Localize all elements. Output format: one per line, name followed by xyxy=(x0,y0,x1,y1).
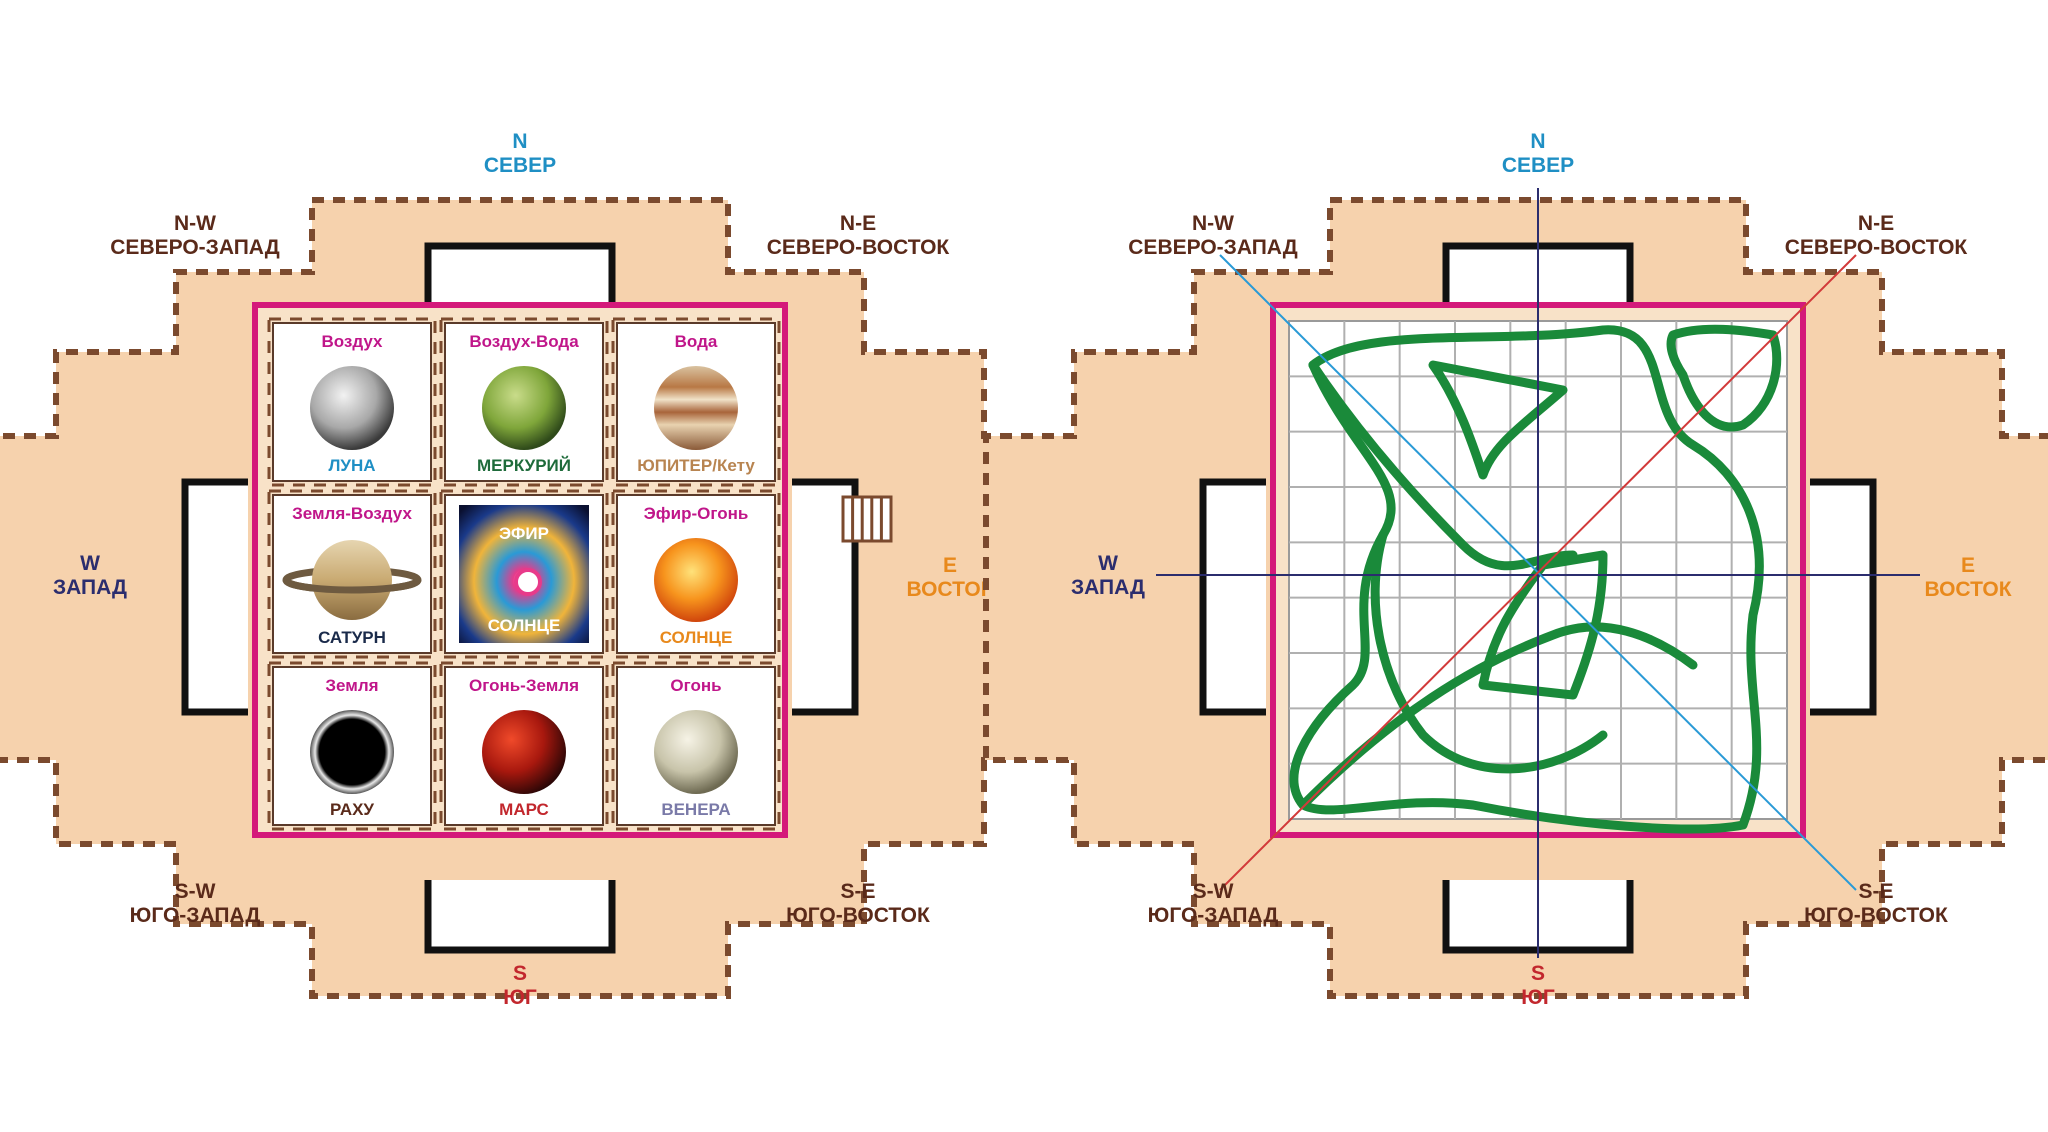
direction-se-name: ЮГО-ВОСТОК xyxy=(1804,904,1948,927)
cell-1-1: ЭФИР СОЛНЦЕ xyxy=(441,491,607,657)
direction-e-code: E xyxy=(1961,554,1975,577)
cell-planet: ЮПИТЕР/Кету xyxy=(637,456,755,475)
direction-e-name: ВОСТОК xyxy=(1924,578,2011,601)
cell-element: Огонь-Земля xyxy=(469,676,579,695)
mars-icon xyxy=(482,710,566,794)
direction-w-name: ЗАПАД xyxy=(1071,576,1145,599)
direction-sw-name: ЮГО-ЗАПАД xyxy=(1148,904,1279,927)
direction-s-code: S xyxy=(513,962,527,985)
cell-planet: ВЕНЕРА xyxy=(661,800,730,819)
cell-element: Вода xyxy=(675,332,718,351)
direction-nw-code: N-W xyxy=(1192,212,1234,235)
cell-planet: СОЛНЦЕ xyxy=(660,628,733,647)
cell-element: Воздух-Вода xyxy=(469,332,579,351)
sun-icon xyxy=(654,538,738,622)
direction-nw-code: N-W xyxy=(174,212,216,235)
direction-nw-name: СЕВЕРО-ЗАПАД xyxy=(1128,236,1297,259)
direction-w-code: W xyxy=(1098,552,1118,575)
cell-element: Земля xyxy=(325,676,378,695)
cell-planet: МАРС xyxy=(499,800,549,819)
cell-planet: СОЛНЦЕ xyxy=(488,616,561,635)
direction-w-name: ЗАПАД xyxy=(53,576,127,599)
jupiter-icon xyxy=(654,366,738,450)
direction-ne-code: N-E xyxy=(1858,212,1894,235)
direction-w-code: W xyxy=(80,552,100,575)
gate-south xyxy=(428,880,612,950)
direction-ne-name: СЕВЕРО-ВОСТОК xyxy=(767,236,950,259)
gate-east xyxy=(1810,482,1873,712)
cell-element: Эфир-Огонь xyxy=(644,504,749,523)
direction-ne-name: СЕВЕРО-ВОСТОК xyxy=(1785,236,1968,259)
direction-s-code: S xyxy=(1531,962,1545,985)
direction-sw-code: S-W xyxy=(1193,880,1234,903)
direction-se-code: S-E xyxy=(1858,880,1893,903)
cell-element: ЭФИР xyxy=(499,524,549,543)
direction-se-code: S-E xyxy=(840,880,875,903)
direction-n-name: СЕВЕР xyxy=(484,154,556,177)
gate-west xyxy=(185,482,248,712)
mercury-icon xyxy=(482,366,566,450)
gate-west xyxy=(1203,482,1266,712)
direction-se-name: ЮГО-ВОСТОК xyxy=(786,904,930,927)
venus-icon xyxy=(654,710,738,794)
direction-e-code: E xyxy=(943,554,957,577)
direction-n-code: N xyxy=(1530,130,1545,153)
cell-planet: ЛУНА xyxy=(328,456,375,475)
direction-n-code: N xyxy=(512,130,527,153)
cell-planet: РАХУ xyxy=(330,800,374,819)
direction-sw-code: S-W xyxy=(175,880,216,903)
direction-ne-code: N-E xyxy=(840,212,876,235)
saturn-icon xyxy=(312,540,392,620)
cell-element: Огонь xyxy=(670,676,721,695)
cell-element: Воздух xyxy=(321,332,383,351)
eclipse-icon xyxy=(310,710,394,794)
direction-sw-name: ЮГО-ЗАПАД xyxy=(130,904,261,927)
east-steps xyxy=(843,497,891,541)
moon-icon xyxy=(310,366,394,450)
direction-n-name: СЕВЕР xyxy=(1502,154,1574,177)
direction-s-name: ЮГ xyxy=(503,986,537,1009)
direction-e-name: ВОСТОК xyxy=(906,578,993,601)
cell-planet: МЕРКУРИЙ xyxy=(477,456,571,475)
direction-nw-name: СЕВЕРО-ЗАПАД xyxy=(110,236,279,259)
direction-s-name: ЮГ xyxy=(1521,986,1555,1009)
nebula-core xyxy=(516,570,540,594)
cell-element: Земля-Воздух xyxy=(292,504,412,523)
cell-planet: САТУРН xyxy=(318,628,386,647)
vastu-mandala-planets: ВоздухЛУНАВоздух-ВодаМЕРКУРИЙВодаЮПИТЕР/… xyxy=(0,130,1072,1009)
